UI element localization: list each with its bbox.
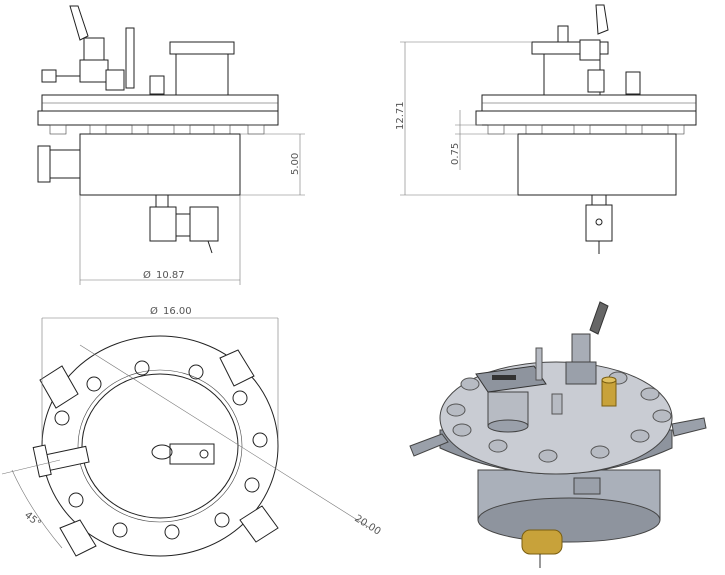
dim-side-total-height: 12.71: [395, 101, 406, 130]
svg-text:Ø: Ø: [143, 269, 151, 281]
isometric-view: [409, 301, 707, 568]
svg-text:Ø: Ø: [150, 305, 158, 317]
dim-top-diameter: 16.00: [163, 306, 192, 317]
top-view: Ø 16.00 20.00 45°: [1, 305, 383, 557]
dim-top-angle: 45°: [22, 510, 43, 530]
dim-front-height: 5.00: [290, 153, 301, 175]
front-view: 5.00 Ø 10.87: [37, 5, 305, 285]
side-view: 12.71 0.75: [395, 4, 697, 254]
dim-top-diagonal: 20.00: [352, 513, 382, 538]
dim-side-flange: 0.75: [450, 143, 461, 165]
dim-front-diameter: 10.87: [156, 270, 185, 281]
